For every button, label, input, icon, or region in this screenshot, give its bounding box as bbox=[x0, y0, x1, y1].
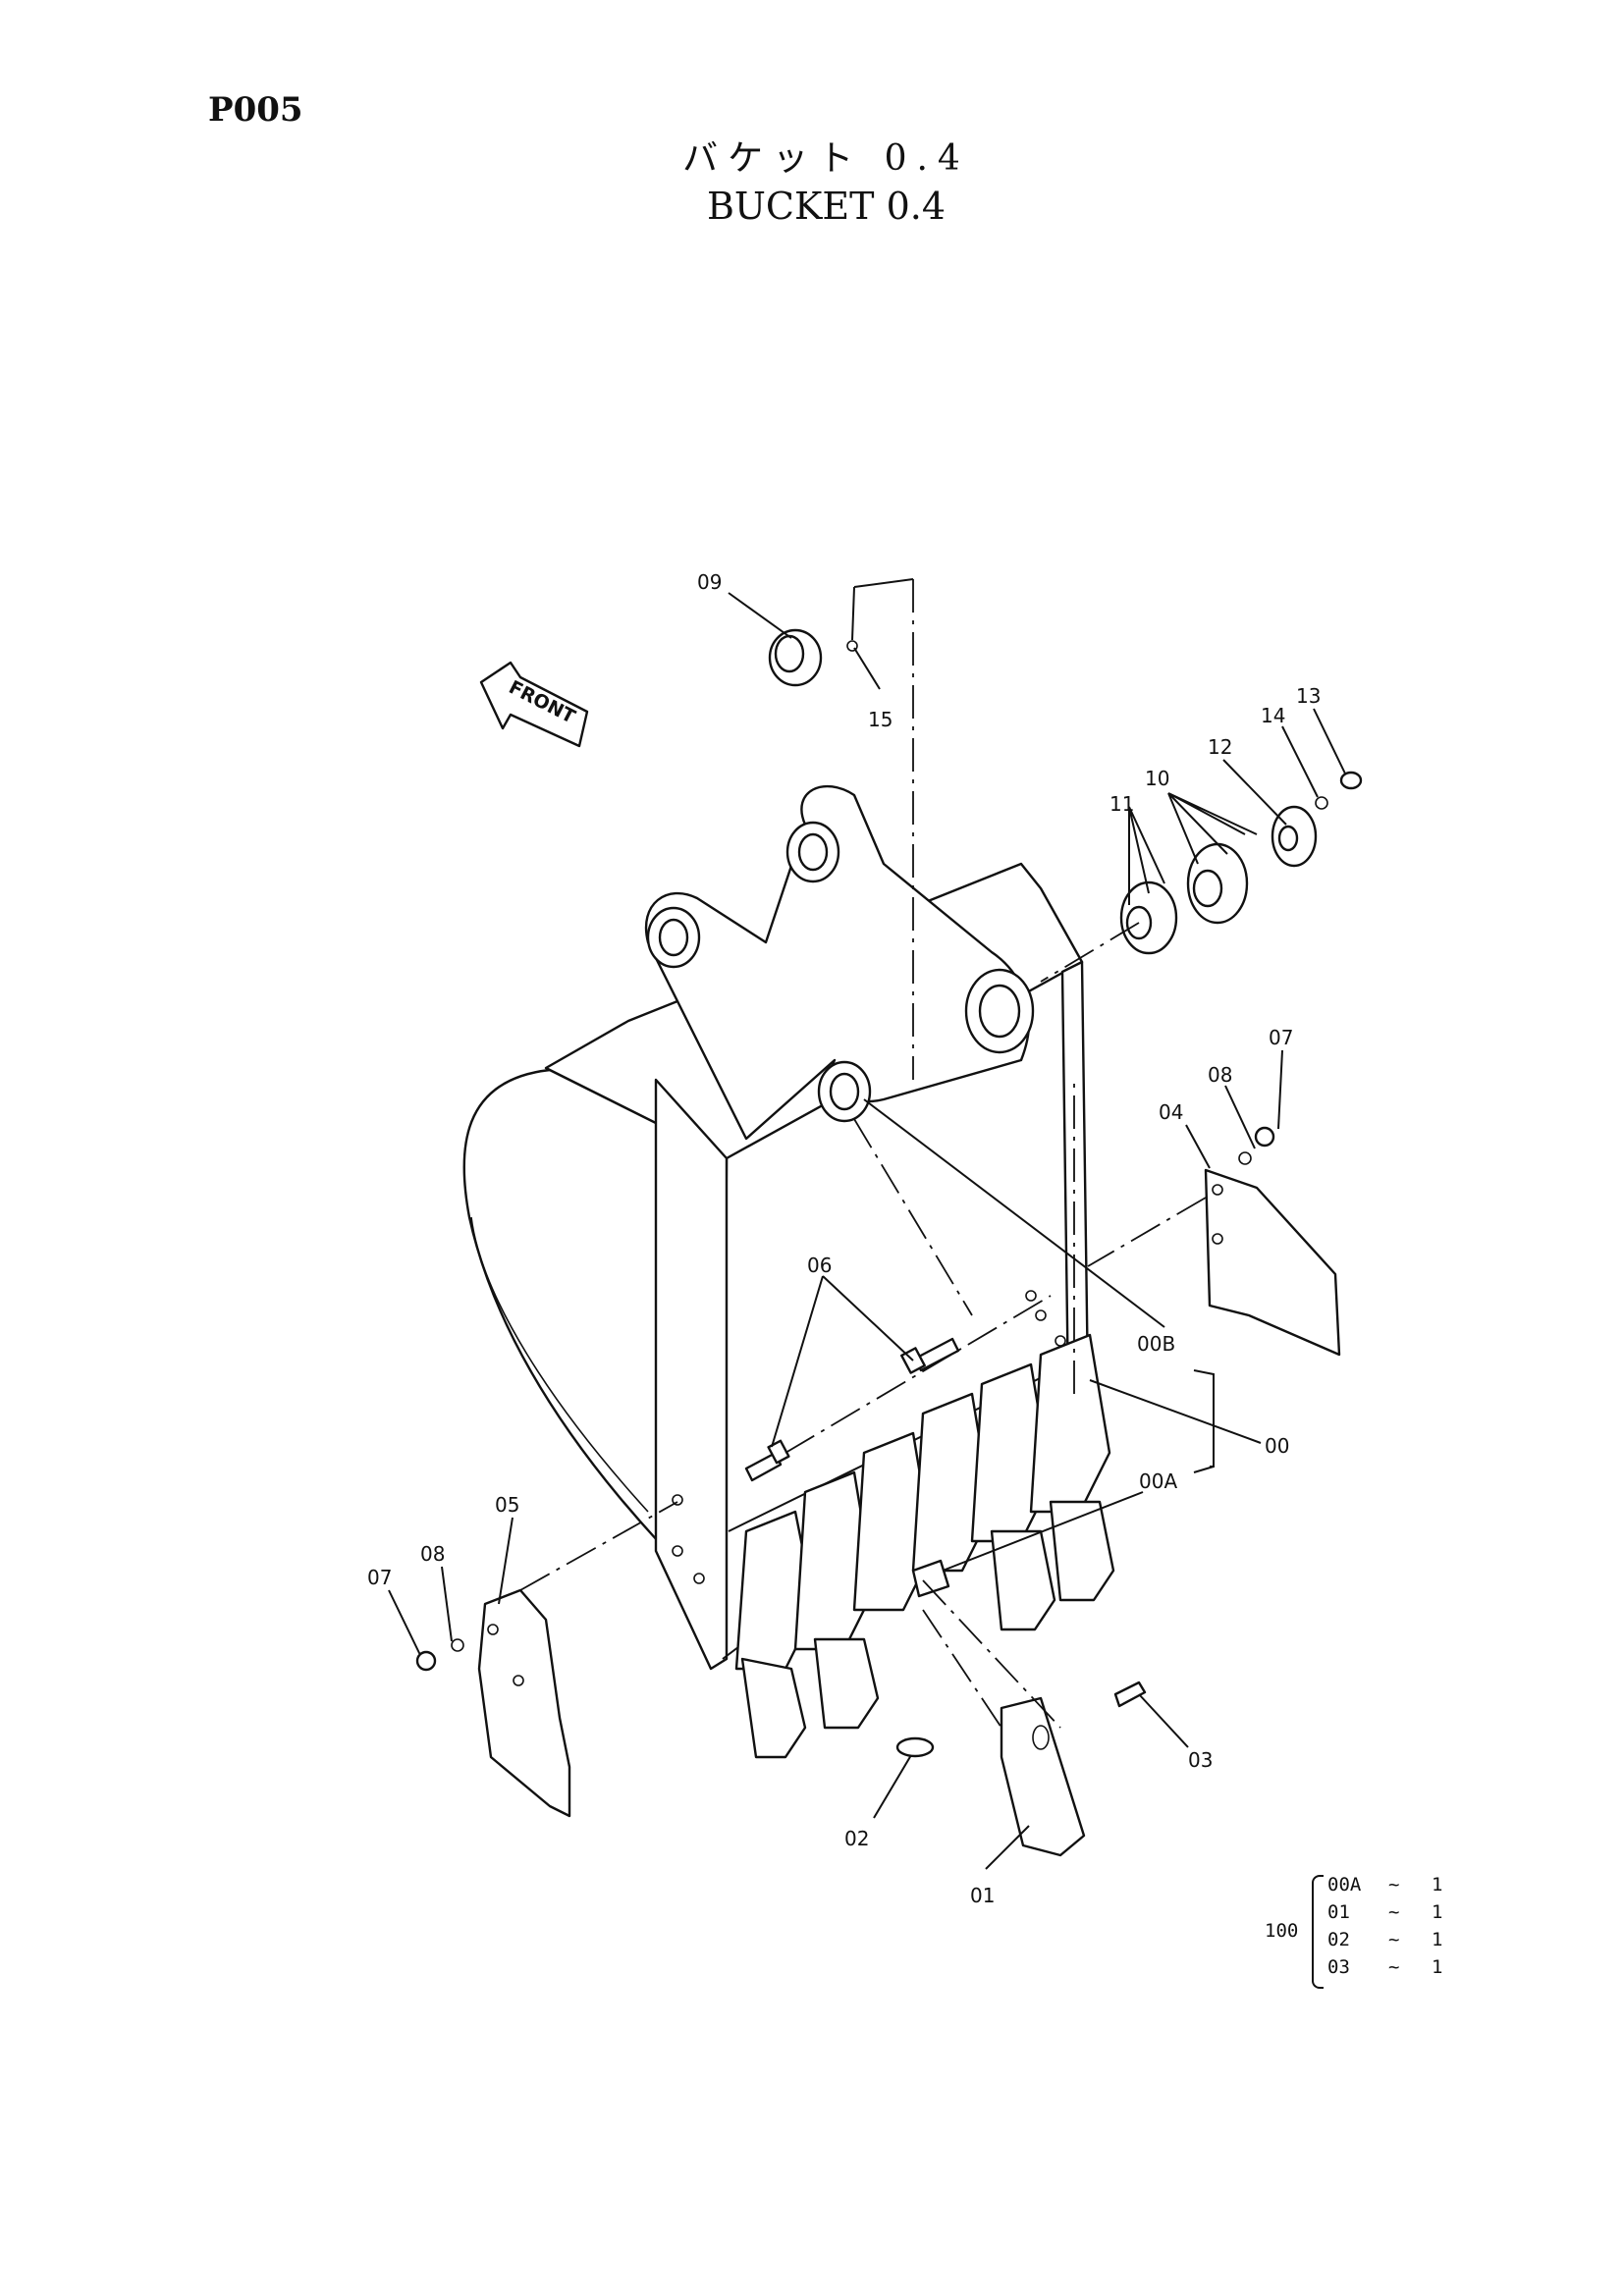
kit-sep: ~ bbox=[1388, 1956, 1400, 1978]
callout-00: 00 bbox=[1265, 1434, 1289, 1458]
callout-13: 13 bbox=[1296, 684, 1321, 708]
callout-02: 02 bbox=[844, 1827, 869, 1850]
callout-00B: 00B bbox=[1137, 1332, 1175, 1356]
callout-03: 03 bbox=[1188, 1748, 1213, 1772]
kit-sep: ~ bbox=[1388, 1929, 1400, 1950]
side-cutter-left bbox=[415, 1588, 571, 1818]
callout-08-right: 08 bbox=[1208, 1063, 1232, 1087]
callout-15: 15 bbox=[868, 708, 893, 731]
callout-09: 09 bbox=[697, 570, 722, 594]
kit-row: 03 ~1 bbox=[1327, 1953, 1442, 1981]
page-code: P005 bbox=[208, 90, 303, 130]
callout-07-left: 07 bbox=[367, 1566, 392, 1589]
callout-01: 01 bbox=[970, 1884, 995, 1907]
kit-assembly-number: 100 bbox=[1265, 1920, 1299, 1942]
bucket-body bbox=[462, 784, 1090, 1671]
kit-qty: 1 bbox=[1432, 1956, 1443, 1978]
kit-qty: 1 bbox=[1432, 1929, 1443, 1950]
kit-brace bbox=[1312, 1875, 1324, 1989]
kit-sep: ~ bbox=[1388, 1874, 1400, 1896]
callout-05: 05 bbox=[495, 1493, 519, 1517]
center-lines bbox=[519, 579, 1207, 1729]
kit-part: 01 bbox=[1327, 1901, 1350, 1923]
callout-10: 10 bbox=[1145, 767, 1169, 790]
title-english: BUCKET 0.4 bbox=[706, 185, 946, 228]
callout-labels: 09 15 13 14 12 10 11 07 08 04 06 00B 00 … bbox=[367, 570, 1321, 1907]
kit-part: 00A bbox=[1327, 1874, 1362, 1896]
kit-row: 02 ~1 bbox=[1327, 1926, 1442, 1953]
part-09-boss bbox=[768, 628, 858, 687]
kit-part: 03 bbox=[1327, 1956, 1350, 1978]
kit-part: 02 bbox=[1327, 1929, 1350, 1950]
kit-qty: 1 bbox=[1432, 1874, 1443, 1896]
callout-12: 12 bbox=[1208, 735, 1232, 759]
callout-06: 06 bbox=[807, 1254, 832, 1277]
callout-11: 11 bbox=[1109, 792, 1134, 816]
kit-rows: 00A ~1 01 ~1 02 ~1 03 ~1 bbox=[1327, 1871, 1442, 1981]
kit-row: 00A ~1 bbox=[1327, 1871, 1442, 1898]
tooth-row bbox=[734, 1333, 1115, 1759]
kit-row: 01 ~1 bbox=[1327, 1898, 1442, 1926]
tooth-01-exploded bbox=[895, 1559, 1147, 1857]
callout-08-left: 08 bbox=[420, 1542, 445, 1566]
leader-lines bbox=[388, 578, 1346, 1870]
front-direction-arrow: FRONT bbox=[479, 661, 589, 748]
title-japanese: バケット 0.4 bbox=[682, 138, 970, 179]
callout-14: 14 bbox=[1261, 704, 1285, 727]
kit-sep: ~ bbox=[1388, 1901, 1400, 1923]
side-cutter-right bbox=[1204, 1126, 1341, 1357]
callout-04: 04 bbox=[1159, 1100, 1183, 1124]
kit-qty: 1 bbox=[1432, 1901, 1443, 1923]
shim-stack bbox=[1119, 771, 1363, 955]
callout-07-right: 07 bbox=[1269, 1026, 1293, 1049]
callout-00A: 00A bbox=[1139, 1469, 1177, 1493]
